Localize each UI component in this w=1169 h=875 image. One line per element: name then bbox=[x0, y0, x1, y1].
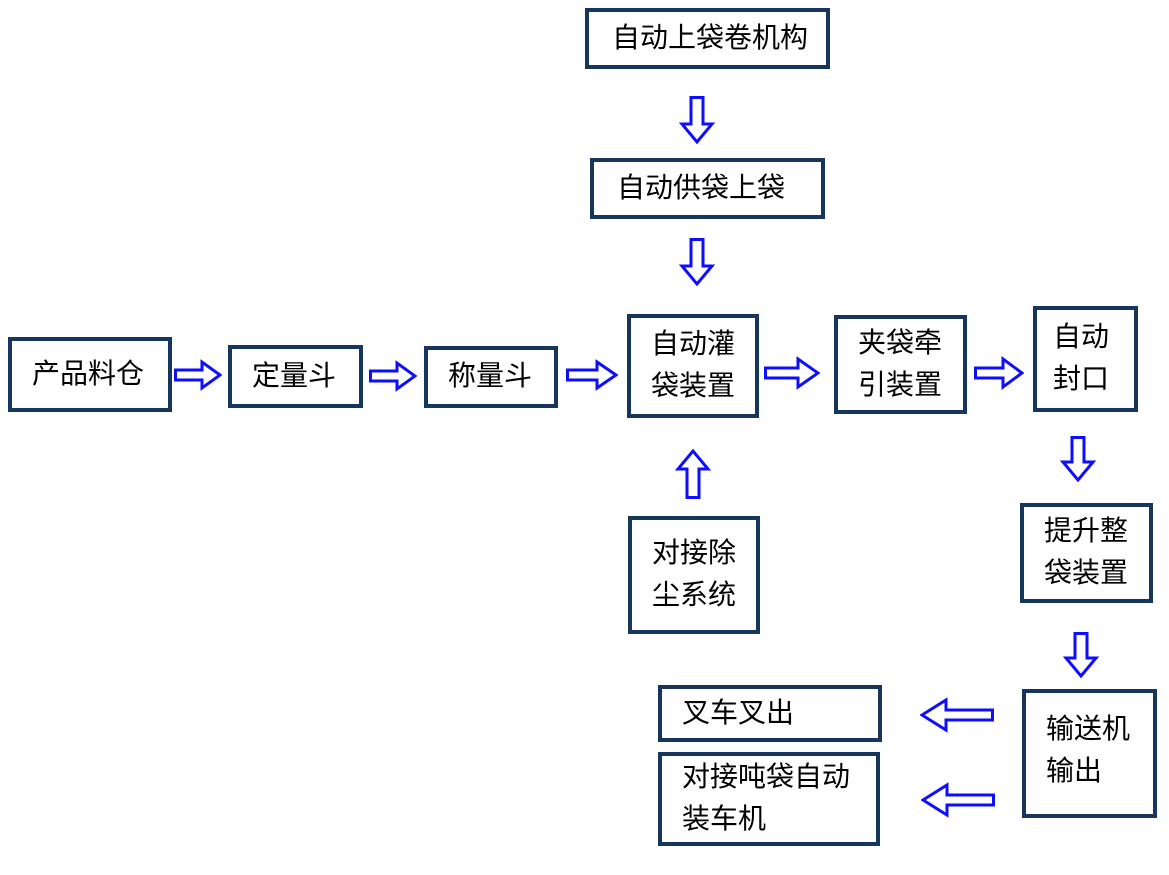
arrow-conveyor-output-to-forklift-out-icon bbox=[920, 697, 994, 733]
node-label: 自动上袋卷机构 bbox=[612, 22, 809, 54]
node-label: 定量斗 bbox=[252, 360, 337, 392]
node-bag-roll-mechanism: 自动上袋卷机构 bbox=[585, 8, 830, 69]
node-product-silo: 产品料仓 bbox=[8, 337, 172, 412]
node-label: 自动供袋上袋 bbox=[617, 172, 786, 204]
arrow-bag-roll-to-bag-supply-icon bbox=[679, 96, 715, 144]
node-label: 产品料仓 bbox=[32, 358, 145, 390]
node-conveyor-output: 输送机 输出 bbox=[1022, 689, 1157, 818]
arrow-conveyor-output-to-truck-loader-icon bbox=[921, 782, 995, 818]
node-forklift-out: 叉车叉出 bbox=[658, 685, 882, 742]
node-bag-lifting: 提升整 袋装置 bbox=[1020, 503, 1153, 603]
node-label: 称量斗 bbox=[448, 361, 533, 392]
node-label-line: 袋装置 bbox=[1044, 558, 1129, 589]
node-label-line: 装车机 bbox=[682, 804, 767, 835]
node-truck-loader: 对接吨袋自动 装车机 bbox=[658, 752, 880, 846]
node-auto-sealing: 自动 封口 bbox=[1033, 306, 1138, 412]
arrow-product-silo-to-dosing-hopper-icon bbox=[174, 359, 222, 391]
arrow-bag-lifting-to-conveyor-output-icon bbox=[1063, 632, 1099, 678]
arrow-dust-removal-to-bag-filling-icon bbox=[675, 449, 711, 499]
node-bag-clamping: 夹袋牵 引装置 bbox=[834, 315, 967, 414]
node-label-line: 自动灌 bbox=[651, 329, 736, 360]
node-label-line: 夹袋牵 bbox=[858, 327, 943, 359]
arrow-bag-filling-to-bag-clamping-icon bbox=[764, 356, 820, 390]
node-label-line: 对接除 bbox=[652, 538, 737, 569]
node-dosing-hopper: 定量斗 bbox=[228, 345, 363, 408]
node-label-line: 袋装置 bbox=[651, 371, 736, 402]
node-bag-supply: 自动供袋上袋 bbox=[590, 158, 825, 219]
arrow-bag-clamping-to-auto-sealing-icon bbox=[974, 356, 1024, 390]
node-label-line: 尘系统 bbox=[652, 580, 737, 611]
node-label-line: 自动 bbox=[1053, 322, 1110, 353]
node-label-line: 封口 bbox=[1053, 364, 1110, 395]
node-label-line: 对接吨袋自动 bbox=[682, 762, 851, 793]
node-dust-removal: 对接除 尘系统 bbox=[628, 516, 760, 634]
node-weighing-hopper: 称量斗 bbox=[424, 346, 558, 408]
node-bag-filling: 自动灌 袋装置 bbox=[627, 314, 759, 418]
arrow-weighing-hopper-to-bag-filling-icon bbox=[566, 359, 618, 391]
node-label: 叉车叉出 bbox=[682, 697, 795, 729]
node-label-line: 输送机 bbox=[1046, 714, 1131, 745]
node-label-line: 引装置 bbox=[858, 369, 943, 401]
arrow-bag-supply-to-bag-filling-icon bbox=[679, 238, 715, 286]
arrow-dosing-hopper-to-weighing-hopper-icon bbox=[369, 360, 417, 392]
node-label-line: 输出 bbox=[1046, 756, 1103, 787]
arrow-auto-sealing-to-bag-lifting-icon bbox=[1060, 436, 1096, 482]
node-label-line: 提升整 bbox=[1044, 516, 1129, 547]
